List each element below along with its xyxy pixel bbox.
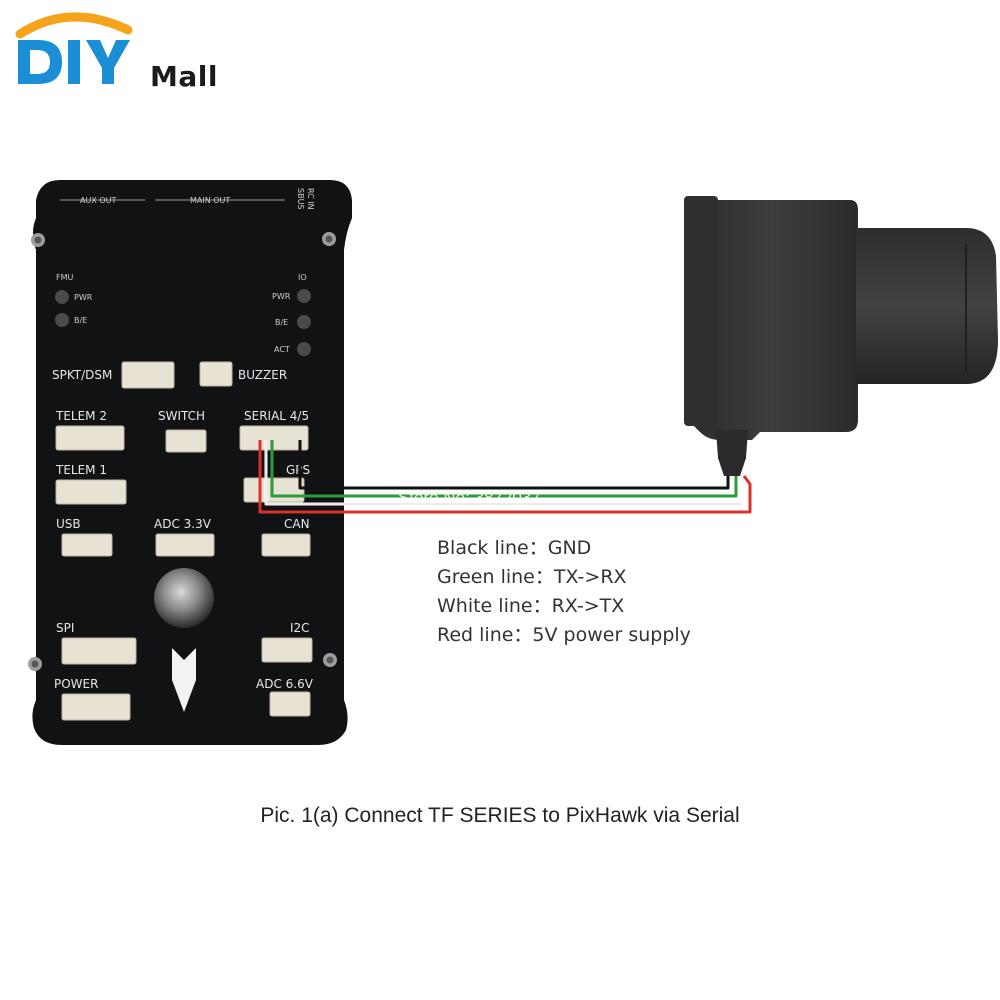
sensor-cable-boot <box>716 430 748 476</box>
adc33-label: ADC 3.3V <box>154 517 212 531</box>
board-body <box>32 180 353 745</box>
io-act-label: ACT <box>274 345 290 354</box>
telem1-label: TELEM 1 <box>55 463 107 477</box>
power-label: POWER <box>54 677 98 691</box>
figure-caption: Pic. 1(a) Connect TF SERIES to PixHawk v… <box>260 804 740 827</box>
red-wire <box>258 440 752 514</box>
logo-mall-text: Mall <box>150 60 218 93</box>
wire-legend: Black line：GND Green line：TX->RX White l… <box>437 534 757 650</box>
can-label: CAN <box>284 517 310 531</box>
store-watermark: Store No: 3872037 <box>398 488 541 507</box>
i2c-label: I2C <box>290 621 310 635</box>
white-wire-outline <box>265 440 742 505</box>
power-port <box>61 693 131 721</box>
legend-white-line: White line：RX->TX <box>437 595 625 617</box>
legend-red-line: Red line：5V power supply <box>437 624 691 646</box>
logo-letter-i <box>68 40 80 84</box>
fmu-be-label: B/E <box>74 316 87 325</box>
screw-top-right <box>322 232 336 246</box>
sbus-label: SBUS <box>296 188 305 210</box>
legend-green-line: Green line：TX->RX <box>437 566 627 588</box>
spi-port <box>61 637 137 665</box>
telem1-port <box>55 479 127 505</box>
pixhawk-board: AUX OUT MAIN OUT SBUS RC IN FMU PWR B/E … <box>28 180 353 745</box>
screw-bottom-left <box>28 657 42 671</box>
serial45-port <box>239 425 309 451</box>
screw-bottom-right <box>323 653 337 667</box>
gps-label: GPS <box>286 463 310 477</box>
usb-label: USB <box>56 517 81 531</box>
fmu-pwr-label: PWR <box>74 293 93 302</box>
serial45-label: SERIAL 4/5 <box>244 409 309 423</box>
aux-out-label: AUX OUT <box>80 196 117 205</box>
buzzer-label: BUZZER <box>238 368 287 382</box>
main-out-label: MAIN OUT <box>190 196 230 205</box>
diymall-logo: Mall <box>10 8 250 98</box>
io-be-label: B/E <box>275 318 288 327</box>
fmu-label: FMU <box>56 273 74 282</box>
fmu-be-led <box>55 313 69 327</box>
black-wire <box>298 440 730 490</box>
switch-label: SWITCH <box>158 409 205 423</box>
io-pwr-led <box>297 289 311 303</box>
legend-black-line: Black line：GND <box>437 537 592 559</box>
logo-letter-d <box>18 40 62 84</box>
safety-switch-dome <box>154 568 214 628</box>
i2c-port <box>261 637 313 663</box>
spkt-dsm-label: SPKT/DSM <box>52 368 112 382</box>
io-act-led <box>297 342 311 356</box>
io-be-led <box>297 315 311 329</box>
fmu-pwr-led <box>55 290 69 304</box>
adc33-port <box>155 533 215 557</box>
usb-port <box>61 533 113 557</box>
io-label: IO <box>298 273 307 282</box>
sensor-body <box>686 200 858 440</box>
rc-in-label: RC IN <box>306 188 315 210</box>
logo-arc <box>15 12 133 39</box>
screw-top-left <box>31 233 45 247</box>
telem2-port <box>55 425 125 451</box>
telem2-label: TELEM 2 <box>55 409 107 423</box>
spi-label: SPI <box>56 621 74 635</box>
io-pwr-label: PWR <box>272 292 291 301</box>
adc66-label: ADC 6.6V <box>256 677 314 691</box>
spkt-dsm-port <box>121 361 175 389</box>
logo-letter-y <box>86 40 130 84</box>
sensor-bracket <box>684 196 718 426</box>
diy-logo-mark <box>15 12 133 84</box>
adc66-port <box>269 691 311 717</box>
can-port <box>261 533 311 557</box>
tf-sensor <box>684 196 998 476</box>
sensor-lens-housing <box>856 228 998 384</box>
direction-arrow-icon <box>172 648 196 712</box>
gps-port <box>243 477 305 503</box>
switch-port <box>165 429 207 453</box>
buzzer-port <box>199 361 233 387</box>
